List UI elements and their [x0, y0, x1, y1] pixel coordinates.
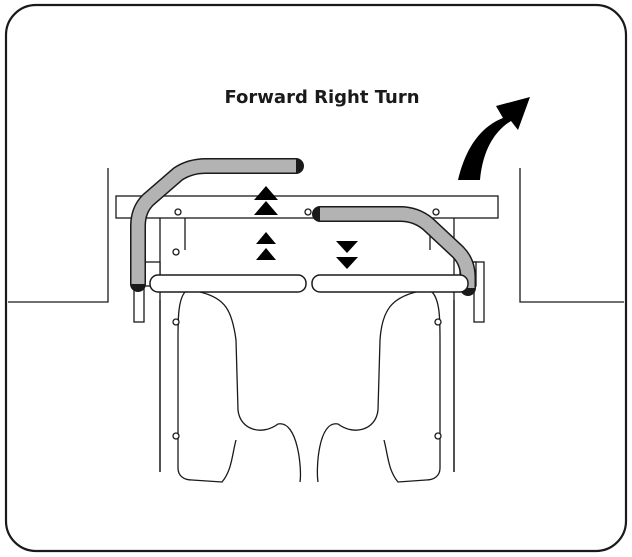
- bolt: [174, 208, 182, 216]
- bolt: [434, 318, 442, 326]
- bolt: [172, 248, 180, 256]
- frame-bolts: [172, 208, 442, 440]
- left-grip-bar: [149, 274, 307, 293]
- up-arrow-icon: [254, 186, 278, 200]
- up-arrow-icon: [256, 232, 276, 244]
- right-side-panel: [519, 168, 624, 303]
- seat-left-contour: [199, 291, 302, 483]
- bolt: [172, 432, 180, 440]
- down-arrow-icon: [336, 257, 358, 269]
- left-side-panel: [8, 168, 109, 303]
- right-grip-bar: [311, 274, 469, 293]
- up-arrow-icon: [254, 201, 278, 215]
- left-lever-forward-arrows: [254, 186, 278, 260]
- down-arrow-icon: [336, 241, 358, 253]
- right-control-lever: [312, 206, 476, 296]
- grip-bars: [149, 274, 469, 293]
- right-lever-back-arrows: [336, 241, 358, 269]
- mower-body: [8, 168, 624, 483]
- up-arrow-icon: [256, 248, 276, 260]
- curved-arrow-right-icon: [458, 97, 530, 180]
- bolt: [432, 208, 440, 216]
- diagram-title: Forward Right Turn: [224, 87, 419, 108]
- left-control-lever: [130, 158, 304, 292]
- body-outline: [159, 291, 455, 483]
- bolt: [172, 318, 180, 326]
- bolt: [304, 208, 312, 216]
- bolt: [434, 432, 442, 440]
- seat-right-contour: [316, 291, 417, 483]
